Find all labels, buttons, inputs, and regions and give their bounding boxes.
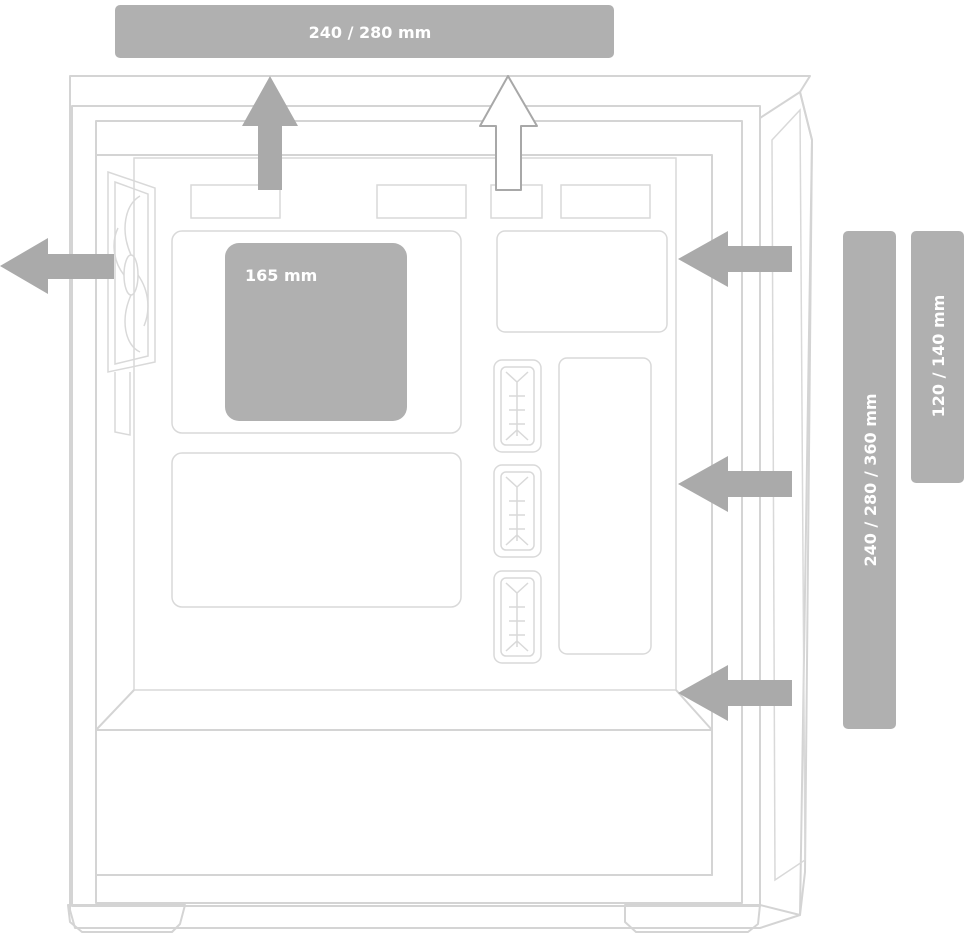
case-outline [67,75,813,933]
ssd-bracket-2 [493,464,542,558]
cpu-cooler-clearance-block [225,243,407,421]
top-vent-4 [560,184,651,219]
psu-shroud [95,729,713,876]
rear-exhaust-fan [107,170,156,436]
case-foot-front [624,904,761,933]
case-interior [107,170,668,664]
airflow-arrows [0,75,792,721]
cpu-cooler-clearance: 165 mm [225,243,407,421]
top-exhaust-arrow-icon [242,76,298,190]
psu-shroud-top [95,689,713,731]
front-bezel-inner [771,108,806,882]
ssd-bracket-3 [493,570,542,664]
ssd-bracket-1 [493,359,542,453]
case-foot-rear [67,904,186,933]
case-outer-shell [69,75,813,929]
drive-cage [496,230,668,333]
top-exhaust-optional-arrow-icon [479,75,538,191]
cpu-area [171,230,462,434]
front-intake-arrow-bottom-icon [678,665,792,721]
top-radiator-label: 240 / 280 mm [309,23,432,42]
motherboard-area [133,157,677,691]
front-radiator-bar-bg [843,231,896,729]
top-radiator-bar-bg [115,5,614,58]
side-panel-window [95,120,743,904]
rear-exhaust-arrow-icon [0,238,114,294]
front-intake-arrow-middle-icon [678,456,792,512]
front-intake-arrow-top-icon [678,231,792,287]
top-vent-2 [376,184,467,219]
front-fan-label: 120 / 140 mm [929,295,948,418]
front-fan-bar: 120 / 140 mm [911,231,964,483]
front-fan-bar-bg [911,231,964,483]
side-panel-frame [71,105,761,907]
expansion-area [171,452,462,608]
front-radiator-label: 240 / 280 / 360 mm [861,393,880,566]
top-radiator-bar: 240 / 280 mm [115,5,614,58]
cpu-cooler-height-label: 165 mm [245,266,317,285]
front-mount-panel [558,357,652,655]
top-vent-1 [190,184,281,219]
front-radiator-bar: 240 / 280 / 360 mm [843,231,896,729]
